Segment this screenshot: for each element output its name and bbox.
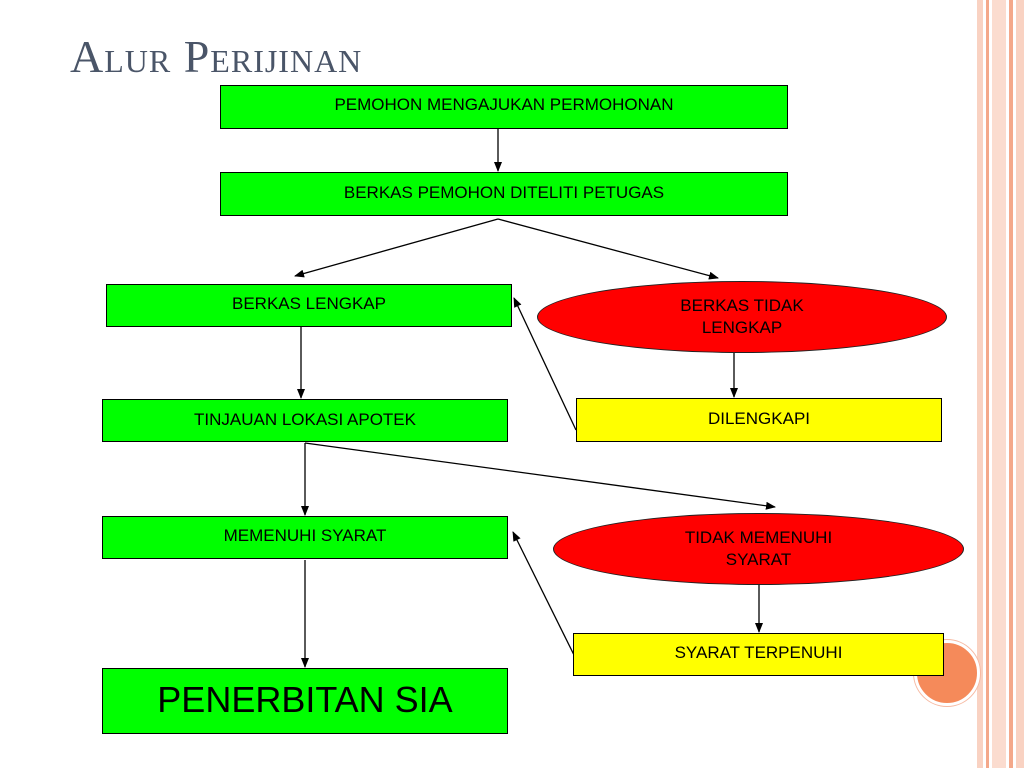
decor-stripe — [1016, 0, 1024, 768]
step-tidak-memenuhi-label: TIDAK MEMENUHI SYARAT — [684, 528, 833, 569]
arrow-tinjauan-to-tidak-memenuhi — [304, 442, 776, 510]
decor-stripe — [1009, 0, 1013, 768]
arrow-terpenuhi-to-memenuhi — [512, 531, 575, 656]
slide-title: Alur Perijinan — [70, 31, 363, 82]
step-penerbitan-box: PENERBITAN SIA — [102, 668, 508, 734]
step-tinjauan-box: TINJAUAN LOKASI APOTEK — [102, 399, 508, 442]
step-tidak-lengkap-label: BERKAS TIDAK LENGKAP — [680, 296, 804, 337]
step-lengkap-box: BERKAS LENGKAP — [106, 284, 512, 327]
decor-stripe — [992, 0, 1006, 768]
decor-stripe — [986, 0, 989, 768]
step-diteliti-box: BERKAS PEMOHON DITELITI PETUGAS — [220, 172, 788, 216]
step-tidak-lengkap-ellipse: BERKAS TIDAK LENGKAP — [537, 281, 947, 353]
step-pemohon-box: PEMOHON MENGAJUKAN PERMOHONAN — [220, 85, 788, 129]
arrow-diteliti-to-lengkap — [294, 218, 499, 278]
step-dilengkapi-box: DILENGKAPI — [576, 398, 942, 442]
arrow-diteliti-to-tidak-lengkap — [497, 218, 719, 280]
arrow-dilengkapi-to-lengkap — [513, 297, 577, 431]
step-tidak-memenuhi-ellipse: TIDAK MEMENUHI SYARAT — [553, 513, 964, 585]
step-terpenuhi-box: SYARAT TERPENUHI — [573, 633, 944, 676]
step-memenuhi-box: MEMENUHI SYARAT — [102, 516, 508, 559]
decor-stripe — [977, 0, 983, 768]
